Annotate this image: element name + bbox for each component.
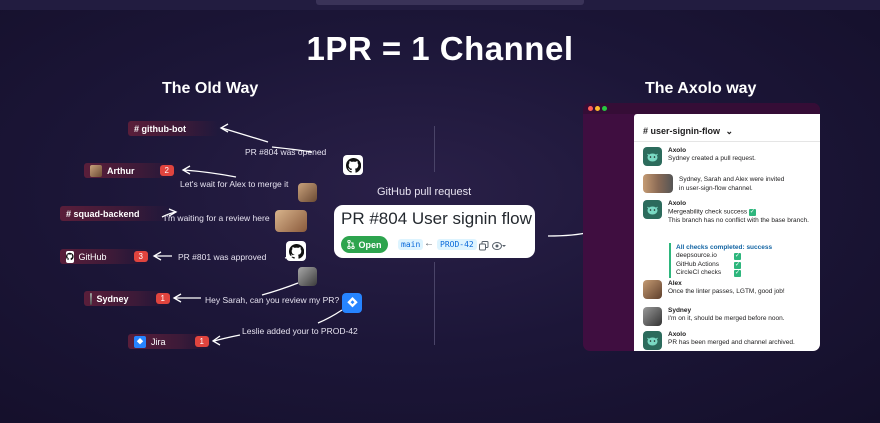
close-dot[interactable]: [588, 106, 593, 111]
alex-avatar: [298, 183, 317, 202]
check-name: CircleCI checks: [676, 269, 722, 276]
message-text: Sydney, Sarah and Alex were invited: [679, 176, 785, 183]
unread-badge: 3: [133, 251, 148, 262]
channel-name: # user-signin-flow: [643, 126, 721, 136]
jira-icon: [134, 335, 146, 348]
message-text: Once the linter passes, LGTM, good job!: [668, 288, 785, 295]
headline: 1PR = 1 Channel: [306, 30, 574, 67]
alex-avatar: [643, 280, 662, 299]
pull-request-icon: [347, 240, 356, 249]
unread-badge: 1: [194, 336, 209, 347]
head-branch[interactable]: PROD-42: [437, 239, 477, 250]
github-icon: [343, 155, 363, 175]
check-icon: ✓: [748, 209, 756, 216]
maximize-dot[interactable]: [602, 106, 607, 111]
pr-title: PR #804 User signin flow: [341, 209, 532, 228]
arthur-avatar: [90, 164, 102, 177]
minimize-dot[interactable]: [595, 106, 600, 111]
channel-label: GitHub: [78, 251, 107, 262]
message-text: Let's wait for Alex to merge it: [180, 179, 289, 189]
check-icon: ✓: [734, 270, 741, 277]
channel-arthur[interactable]: Arthur 2: [84, 163, 179, 178]
group-avatars: [643, 174, 673, 193]
chevron-down-icon: ⌄: [725, 126, 734, 136]
message-text: This branch has no conflict with the bas…: [668, 216, 809, 224]
message-text: PR has been merged and channel archived.: [668, 339, 795, 346]
axolo-avatar: [643, 200, 662, 219]
message-text: Leslie added your to PROD-42: [242, 326, 358, 336]
message-text: I'm waiting for a review here: [164, 213, 270, 223]
axolo-way-title: The Axolo way: [645, 80, 757, 97]
message-text: PR #804 was opened: [245, 147, 327, 157]
old-way-title: The Old Way: [162, 80, 259, 97]
divider: [434, 126, 435, 172]
pr-status-badge: Open: [341, 236, 388, 253]
message-text: PR #801 was approved: [178, 252, 267, 262]
channel-label: Jira: [151, 336, 166, 347]
channel-squad-backend[interactable]: # squad-backend: [60, 206, 170, 221]
unread-badge: 2: [159, 165, 174, 176]
pull-request-card[interactable]: PR #804 User signin flow Open main ← PRO…: [334, 205, 535, 258]
divider: [434, 262, 435, 345]
copy-icon[interactable]: [479, 238, 489, 256]
channel-github[interactable]: GitHub 3: [60, 249, 148, 264]
sydney-avatar: [90, 292, 92, 305]
message-text: Mergeability check success: [668, 208, 748, 216]
channel-label: # github-bot: [134, 123, 186, 134]
checks-header: All checks completed: success: [676, 244, 773, 251]
message-text: in user-sign-flow channel.: [679, 184, 753, 192]
channel-github-bot[interactable]: # github-bot: [128, 121, 218, 136]
message-text: I'm on it, should be merged before noon.: [668, 315, 785, 322]
axolo-avatar: [643, 147, 662, 166]
window-chrome: [583, 103, 820, 114]
channel-label: Sydney: [96, 293, 129, 304]
channel-label: Arthur: [107, 165, 135, 176]
unread-badge: 1: [155, 293, 170, 304]
top-bar: [316, 0, 584, 5]
check-icon: ✓: [734, 253, 741, 260]
pr-status-label: Open: [358, 239, 382, 250]
sender-name: Sydney: [668, 307, 692, 314]
check-name: deepsource.io: [676, 252, 717, 259]
jira-icon: [342, 293, 362, 313]
check-icon: ✓: [734, 261, 741, 269]
message-text: Hey Sarah, can you review my PR?: [205, 295, 340, 305]
check-name: GitHub Actions: [676, 260, 719, 268]
sender-name: Alex: [668, 280, 682, 287]
channel-label: # squad-backend: [66, 208, 140, 219]
sender-name: Axolo: [668, 147, 687, 154]
top-strip: [0, 0, 880, 10]
github-icon: [66, 250, 74, 263]
group-avatars: [275, 210, 307, 232]
message-text: Sydney created a pull request.: [668, 155, 756, 162]
message-item: Axolo Mergeability check success ✓ This …: [643, 200, 809, 225]
channel-header[interactable]: # user-signin-flow ⌄: [643, 126, 733, 137]
branch-arrow: ←: [424, 238, 434, 249]
pr-caption: GitHub pull request: [377, 186, 472, 198]
base-branch[interactable]: main: [398, 239, 424, 250]
checks-summary: All checks completed: success deepsource…: [669, 243, 809, 278]
header-divider: [634, 141, 820, 142]
eye-icon[interactable]: [492, 238, 506, 256]
axolo-avatar: [643, 331, 662, 350]
sender-name: Axolo: [668, 200, 687, 207]
channel-sydney[interactable]: Sydney 1: [84, 291, 170, 306]
sender-name: Axolo: [668, 331, 687, 338]
sydney-avatar: [298, 267, 317, 286]
sydney-avatar: [643, 307, 662, 326]
channel-jira[interactable]: Jira 1: [128, 334, 213, 349]
